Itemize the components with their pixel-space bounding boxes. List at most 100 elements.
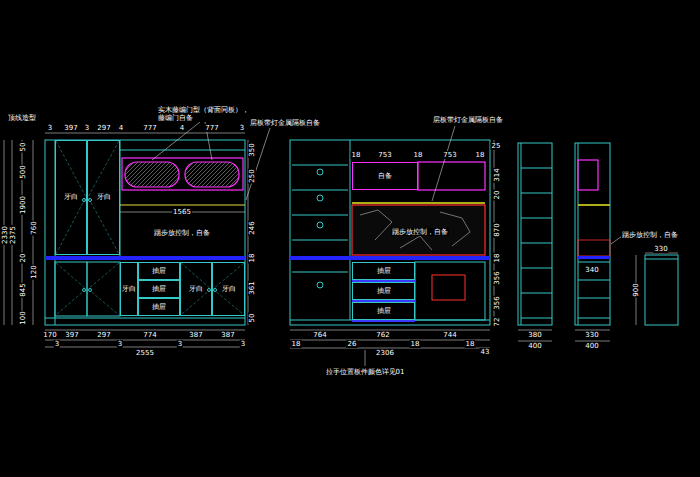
cad-line (213, 263, 244, 315)
dimension-text: 297 (96, 124, 111, 132)
panel-label: 抽屉 (376, 308, 392, 315)
dimension-text: 25 (491, 142, 502, 150)
cad-line (290, 256, 490, 260)
cad-line (317, 282, 323, 288)
cad-line (432, 126, 455, 201)
dimension-text: 18 (465, 340, 476, 348)
cad-line (152, 122, 200, 160)
dimension-text: 18 (248, 253, 256, 264)
dimension-text: 3 (240, 340, 246, 348)
cad-line (415, 262, 485, 320)
cad-line (45, 340, 245, 341)
dimension-text: 100 (19, 310, 27, 325)
cad-line (645, 255, 678, 325)
dimension-text: 900 (632, 282, 640, 297)
cad-line (352, 205, 485, 255)
dimension-text: 4 (179, 124, 185, 132)
cad-line (125, 162, 179, 187)
panel-label: 抽屉 (151, 286, 167, 293)
note-text: 拉手位置板件颜色详见01 (325, 368, 406, 376)
cad-line (290, 340, 490, 341)
dimension-text: 50 (248, 313, 256, 324)
cad-line (521, 243, 552, 244)
cad-line (120, 205, 245, 206)
dimension-text: 397 (64, 331, 79, 339)
panel-label: 牙白 (63, 194, 79, 201)
dimension-text: 314 (493, 167, 501, 182)
cad-line (87, 262, 120, 316)
cad-line (352, 320, 415, 322)
panel-label: 自备 (377, 173, 393, 180)
cad-line (578, 204, 610, 206)
cad-line (45, 140, 678, 325)
note-text: 踢步放控制，自备 (391, 228, 449, 236)
dimension-text: 18 (351, 151, 362, 159)
dimension-text: 18 (475, 151, 486, 159)
cad-line (365, 350, 366, 366)
cad-line (45, 133, 245, 134)
cad-line (521, 193, 552, 194)
cad-line (578, 256, 610, 259)
cad-line (350, 140, 351, 320)
dimension-text: 120 (30, 264, 38, 279)
dimension-text: 3 (47, 124, 53, 132)
dimension-text: 4 (118, 124, 124, 132)
cad-line (360, 210, 470, 250)
dimension-text: 845 (19, 282, 27, 297)
cad-line (521, 318, 552, 319)
dimension-text: 3 (54, 340, 60, 348)
cad-line (45, 140, 245, 325)
cad-line (56, 141, 86, 254)
dimension-text: 18 (413, 151, 424, 159)
dimension-text: 387 (220, 331, 235, 339)
cad-line (185, 162, 239, 187)
cad-line (55, 262, 87, 316)
cad-line (122, 158, 598, 190)
dimension-text: 361 (248, 280, 256, 295)
drawer-box: 抽屉 (352, 282, 415, 300)
dimension-text: 297 (96, 331, 111, 339)
cad-line (317, 195, 323, 201)
note-text: 实木藤编门型（背面同板），藤编门自备 (157, 106, 254, 122)
cad-line (578, 240, 610, 256)
dimension-text: 774 (142, 331, 157, 339)
drawer-box: 抽屉 (138, 262, 180, 280)
cad-line (578, 298, 610, 299)
cad-line (578, 160, 598, 190)
dimension-text: 760 (30, 220, 38, 235)
dimension-text: 380 (527, 331, 542, 339)
cad-line (181, 263, 211, 315)
cad-line (292, 190, 348, 191)
dimension-text: 72 (493, 317, 501, 328)
cad-line (246, 128, 270, 200)
dimension-text: 764 (312, 331, 327, 339)
cad-line (518, 143, 552, 325)
cad-line (317, 169, 323, 175)
panel-label: 牙白 (96, 194, 112, 201)
dimension-text: 3 (84, 124, 90, 132)
dimension-text: 387 (188, 331, 203, 339)
cad-line (521, 168, 552, 169)
dimension-text: 2306 (375, 349, 395, 357)
dimension-text: 777 (204, 124, 219, 132)
dimension-text: 2375 (9, 225, 17, 245)
dimension-text: 246 (248, 220, 256, 235)
door-panel: 自备 (352, 162, 418, 190)
dimension-text: 400 (584, 342, 599, 350)
dimension-text: 50 (19, 142, 27, 153)
dimension-text: 753 (377, 151, 392, 159)
panel-label: 抽屉 (151, 268, 167, 275)
dimension-text: 356 (493, 270, 501, 285)
cad-line (292, 240, 348, 241)
dimension-text: 20 (19, 253, 27, 264)
panel-label: 牙白 (221, 286, 237, 293)
panel-label: 抽屉 (376, 288, 392, 295)
dimension-text: 170 (42, 331, 57, 339)
dimension-text: 340 (584, 266, 599, 274)
cad-line (56, 141, 244, 315)
drawer-box: 抽屉 (138, 280, 180, 298)
cad-line (521, 268, 552, 269)
cad-line (578, 262, 610, 263)
door-panel: 牙白 (120, 262, 138, 316)
